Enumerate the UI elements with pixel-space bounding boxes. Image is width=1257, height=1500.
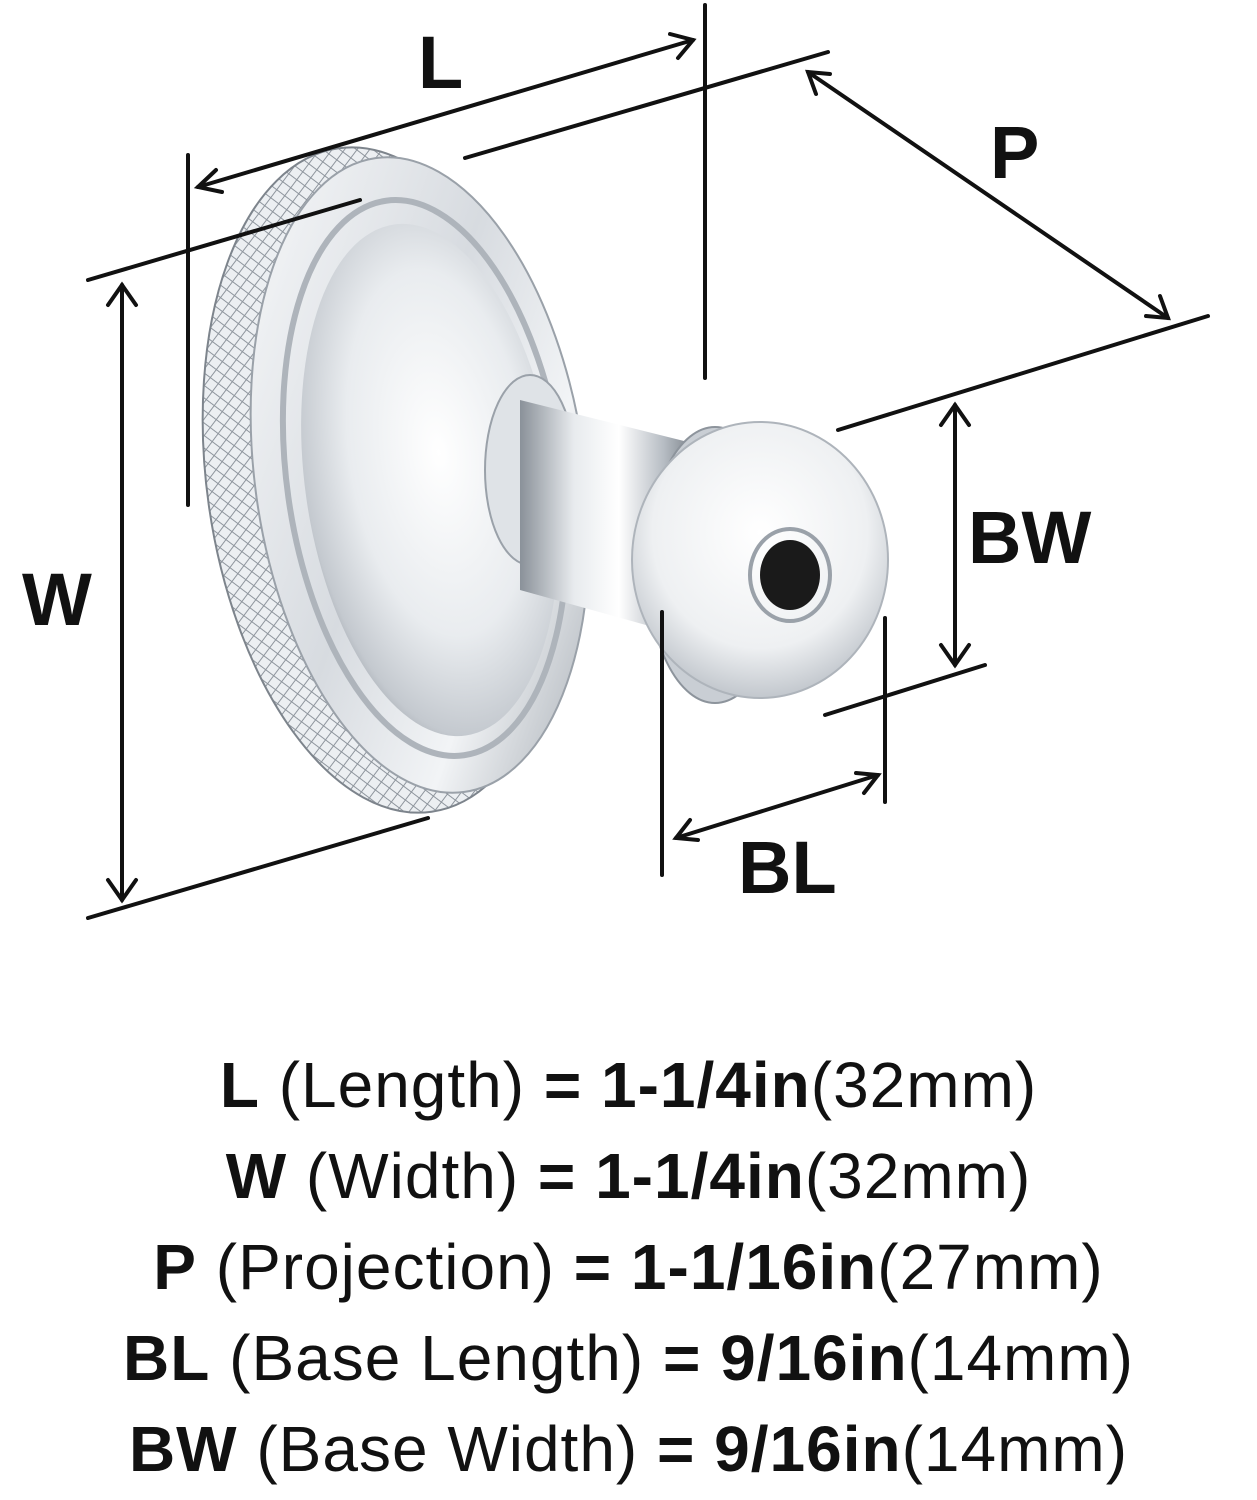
spec-code: W: [225, 1140, 288, 1212]
spec-code: P: [153, 1231, 197, 1303]
spec-equals: =: [573, 1231, 613, 1303]
spec-code: BW: [128, 1413, 238, 1485]
label-p: P: [990, 111, 1039, 194]
p-arrow-bottom: [1144, 294, 1171, 321]
w-extension-top: [86, 198, 362, 282]
spec-code: BL: [123, 1322, 211, 1394]
bl-arrow-left: [672, 818, 700, 842]
spec-row-base-width: BW (Base Width) = 9/16in(14mm): [0, 1404, 1257, 1495]
l-dimension-line: [196, 38, 695, 189]
p-extension-bottom: [836, 314, 1210, 432]
spec-row-projection: P (Projection) = 1-1/16in(27mm): [0, 1222, 1257, 1313]
label-bl: BL: [738, 826, 837, 909]
bw-arrow-top: [939, 401, 971, 427]
dimension-specs-list: L (Length) = 1-1/4in(32mm) W (Width) = 1…: [0, 1040, 1257, 1495]
spec-equals: =: [662, 1322, 702, 1394]
spec-imperial: 1-1/4in: [595, 1140, 805, 1212]
spec-name: (Length): [278, 1049, 526, 1121]
hook-illustration: [201, 146, 889, 814]
bw-arrow-bottom: [939, 643, 971, 669]
w-arrow-top: [106, 281, 138, 307]
w-arrow-bottom: [106, 878, 138, 904]
product-dimension-diagram: L W P BW BL: [22, 3, 1210, 920]
p-arrow-top: [805, 69, 832, 96]
spec-imperial: 9/16in: [714, 1413, 902, 1485]
spec-name: (Base Length): [229, 1322, 645, 1394]
screw-hole-rim: [748, 527, 832, 623]
spec-metric: (27mm): [877, 1231, 1104, 1303]
spec-metric: (32mm): [810, 1049, 1038, 1121]
spec-code: L: [219, 1049, 260, 1121]
label-l: L: [418, 21, 463, 104]
spec-row-width: W (Width) = 1-1/4in(32mm): [0, 1131, 1257, 1222]
spec-imperial: 9/16in: [720, 1322, 908, 1394]
spec-name: (Projection): [215, 1231, 555, 1303]
w-extension-bottom: [86, 816, 430, 920]
spec-metric: (14mm): [901, 1413, 1129, 1485]
spec-metric: (32mm): [804, 1140, 1032, 1212]
spec-equals: =: [537, 1140, 577, 1212]
spec-equals: =: [543, 1049, 583, 1121]
label-w: W: [22, 558, 92, 641]
p-dimension-line: [806, 70, 1170, 320]
bl-dimension-line: [674, 773, 880, 840]
spec-metric: (14mm): [907, 1322, 1134, 1394]
l-arrow-left: [193, 168, 224, 194]
l-arrow-right: [668, 32, 697, 60]
label-bw: BW: [968, 496, 1091, 579]
dimension-lines: [86, 3, 1210, 920]
base-dome: [301, 223, 559, 737]
bl-arrow-right: [854, 771, 882, 795]
spec-name: (Width): [305, 1140, 520, 1212]
spec-row-base-length: BL (Base Length) = 9/16in(14mm): [0, 1313, 1257, 1404]
l-top-edge: [463, 50, 830, 160]
spec-equals: =: [657, 1413, 696, 1485]
cap-face: [631, 421, 889, 699]
spec-imperial: 1-1/16in: [630, 1231, 878, 1303]
screw-hole: [760, 540, 820, 610]
spec-imperial: 1-1/4in: [601, 1049, 811, 1121]
spec-row-length: L (Length) = 1-1/4in(32mm): [0, 1040, 1257, 1131]
spec-name: (Base Width): [256, 1413, 639, 1485]
bw-extension-bottom: [823, 663, 987, 717]
